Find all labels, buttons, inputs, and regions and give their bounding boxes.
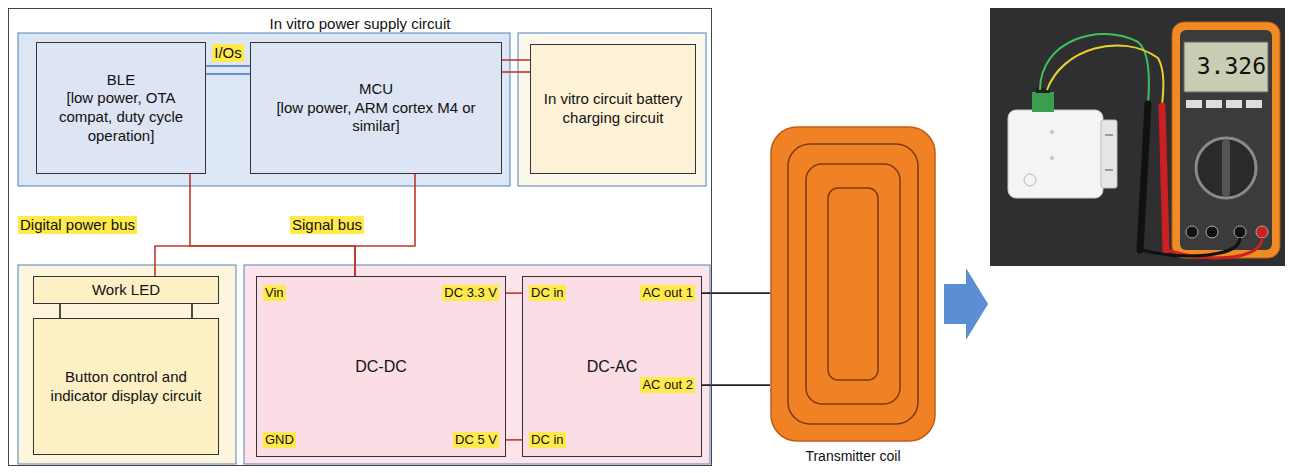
module-name: DC-DC bbox=[257, 357, 505, 377]
connector bbox=[506, 439, 522, 440]
module-description: [low power, ARM cortex M4 or similar] bbox=[259, 99, 493, 137]
test-wire bbox=[1047, 45, 1163, 106]
module-box: Work LED bbox=[33, 276, 219, 304]
coil-body bbox=[771, 127, 935, 441]
module-box: MCU[low power, ARM cortex M4 or similar] bbox=[250, 42, 502, 174]
connector bbox=[702, 293, 770, 294]
dial-knob bbox=[1222, 140, 1230, 196]
pin-label: GND bbox=[263, 432, 296, 448]
pin-label: DC in bbox=[529, 432, 566, 448]
module-name: MCU bbox=[359, 80, 393, 99]
module-name: In vitro circuit battery charging circui… bbox=[539, 90, 687, 128]
module-name: Button control and indicator display cir… bbox=[42, 368, 210, 406]
group-panel bbox=[518, 33, 706, 186]
connector-line bbox=[155, 246, 355, 276]
connector-label: I/Os bbox=[212, 44, 244, 62]
module-name: Work LED bbox=[92, 281, 160, 300]
enclosure-title: In vitro power supply circuit bbox=[9, 15, 711, 34]
meter-jack bbox=[1206, 226, 1218, 238]
converter-box: DC-AC DC in AC out 1 DC in AC out 2 bbox=[522, 276, 702, 457]
coil-winding bbox=[828, 188, 878, 380]
connector-line bbox=[59, 304, 61, 318]
connector bbox=[502, 60, 530, 72]
pin-label: Vin bbox=[263, 285, 286, 301]
black-probe bbox=[1140, 104, 1148, 250]
module-box: Button control and indicator display cir… bbox=[33, 318, 219, 455]
device-button bbox=[1024, 174, 1036, 186]
bus-label: Signal bus bbox=[290, 216, 364, 234]
red-probe bbox=[1162, 106, 1166, 250]
connector-line bbox=[506, 292, 522, 294]
device-housing bbox=[1008, 110, 1103, 198]
test-wire bbox=[1040, 34, 1149, 104]
module-box: In vitro circuit battery charging circui… bbox=[530, 44, 696, 174]
connector bbox=[206, 66, 250, 74]
connector-line bbox=[702, 292, 770, 294]
coil-winding bbox=[806, 164, 900, 404]
pin-label: AC out 2 bbox=[640, 377, 695, 393]
meter-jack bbox=[1234, 226, 1246, 238]
pcb-board bbox=[1032, 92, 1054, 112]
multimeter-body bbox=[1172, 22, 1280, 258]
group-panel bbox=[18, 33, 510, 186]
device-slot bbox=[1105, 134, 1113, 136]
pin-label: DC in bbox=[529, 285, 566, 301]
coil-drawing bbox=[770, 126, 936, 442]
connector-line bbox=[502, 71, 530, 73]
converter-box: DC-DC Vin DC 3.3 V GND DC 5 V bbox=[256, 276, 506, 457]
coil-caption: Transmitter coil bbox=[740, 448, 966, 466]
meter-dial bbox=[1196, 138, 1256, 198]
connector bbox=[60, 304, 61, 318]
bus-label: Digital power bus bbox=[18, 216, 137, 234]
connector-line bbox=[206, 65, 250, 67]
module-box: BLE[low power, OTA compat, duty cycle op… bbox=[36, 42, 206, 174]
connector-line bbox=[702, 384, 770, 386]
meter-button bbox=[1246, 100, 1262, 108]
coil-winding bbox=[788, 144, 918, 424]
connector bbox=[155, 246, 355, 276]
module-description: [low power, OTA compat, duty cycle opera… bbox=[45, 89, 197, 145]
module-name: BLE bbox=[107, 71, 135, 90]
device-slot bbox=[1105, 169, 1113, 171]
device-led bbox=[1050, 156, 1054, 160]
connector-line bbox=[191, 304, 193, 318]
meter-button bbox=[1186, 100, 1202, 108]
connector bbox=[702, 385, 770, 386]
transmitter-coil: Transmitter coil bbox=[770, 126, 936, 442]
meter-jack bbox=[1256, 226, 1268, 238]
connector bbox=[506, 293, 522, 294]
device-tab bbox=[1101, 120, 1117, 188]
pin-label: AC out 1 bbox=[640, 285, 695, 301]
group-panel bbox=[18, 265, 236, 464]
multimeter-face bbox=[1180, 30, 1272, 250]
connector-line bbox=[506, 439, 522, 441]
group-panel bbox=[244, 265, 710, 464]
connector bbox=[192, 304, 193, 318]
device-led bbox=[1050, 130, 1054, 134]
multimeter-lcd bbox=[1184, 42, 1268, 92]
enclosure-box: In vitro power supply circuitBLE[low pow… bbox=[8, 8, 712, 466]
pin-label: DC 3.3 V bbox=[442, 285, 499, 301]
pin-label: DC 5 V bbox=[453, 432, 499, 448]
photo-background bbox=[990, 8, 1285, 266]
block-arrow bbox=[944, 268, 988, 340]
meter-jack bbox=[1186, 226, 1198, 238]
module-name: DC-AC bbox=[523, 357, 701, 377]
connector-line bbox=[502, 59, 530, 61]
meter-button bbox=[1226, 100, 1242, 108]
meter-button bbox=[1206, 100, 1222, 108]
meter-reading: 3.326 bbox=[1186, 53, 1266, 81]
connector-line bbox=[206, 73, 250, 75]
probe-cable bbox=[1142, 238, 1240, 256]
